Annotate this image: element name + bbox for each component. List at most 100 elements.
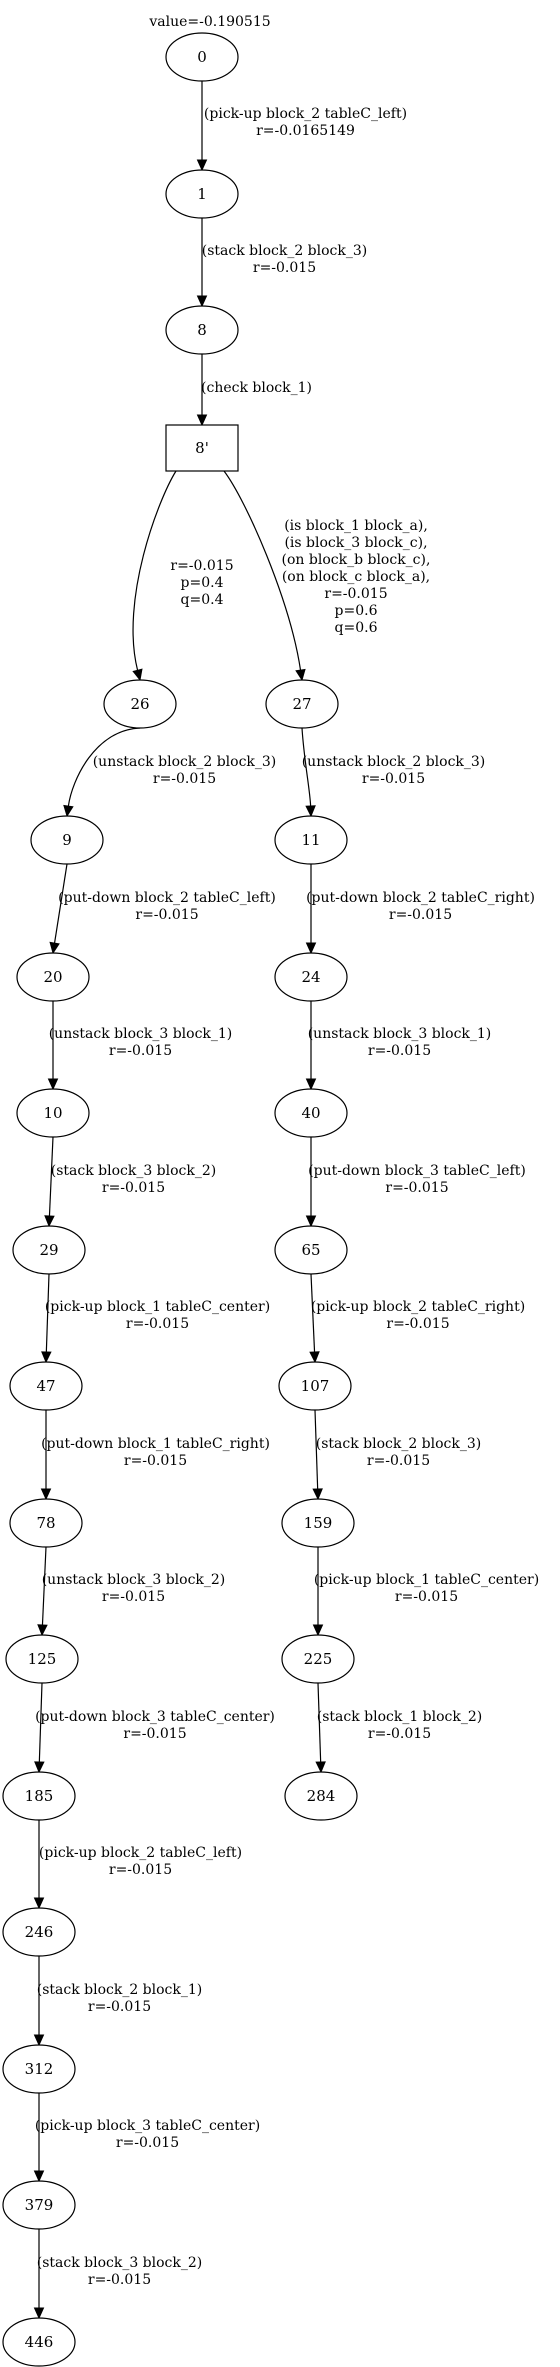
graph-edge [305, 864, 317, 955]
node-ellipse [9, 1498, 83, 1548]
graph-node: 47 [9, 1361, 83, 1411]
edge-label-line: r=-0.015 [109, 1043, 172, 1059]
node-label: 225 [304, 1650, 333, 1668]
arrowhead [49, 941, 60, 955]
edge-line [53, 863, 68, 944]
edge-label-line: (stack block_1 block_2) [317, 1709, 483, 1725]
edge-label: (unstack block_2 block_3)r=-0.015 [302, 754, 486, 787]
edge-label-line: r=-0.015 [88, 1999, 151, 2015]
node-ellipse [274, 952, 348, 1002]
graph-node: 446 [2, 2317, 76, 2367]
arrowhead [196, 295, 208, 308]
edge-label: (stack block_2 block_1)r=-0.015 [37, 1982, 203, 2015]
arrowhead [63, 804, 74, 818]
edge-label: (stack block_3 block_2)r=-0.015 [51, 1163, 217, 1196]
graph-node: 107 [278, 1361, 352, 1411]
node-label: 284 [307, 1787, 336, 1805]
edge-line [41, 1546, 47, 1626]
graph-edge [312, 1409, 323, 1501]
arrowhead [305, 942, 317, 955]
node-ellipse [9, 1361, 83, 1411]
edge-label: (put-down block_3 tableC_left)r=-0.015 [308, 1163, 526, 1196]
graph-node: 78 [9, 1498, 83, 1548]
arrowhead [305, 1078, 317, 1091]
node-ellipse [165, 305, 239, 355]
edge-label-line: (pick-up block_2 tableC_left) [204, 106, 407, 122]
graph-node: 246 [2, 1907, 76, 1957]
graph-edge [37, 1546, 48, 1637]
edge-label-line: q=0.6 [335, 620, 378, 636]
arrowhead [312, 1488, 323, 1501]
node-ellipse [5, 1634, 79, 1684]
edge-label: (stack block_3 block_2)r=-0.015 [37, 2255, 203, 2288]
graph-edge [34, 1682, 45, 1774]
arrowhead [309, 1351, 320, 1364]
graph-edge [132, 470, 177, 682]
graph-node: 159 [281, 1498, 355, 1548]
graph-edge [301, 727, 316, 818]
arrowhead [40, 1488, 52, 1501]
edge-line [67, 727, 141, 807]
edge-label: (put-down block_1 tableC_right)r=-0.015 [41, 1436, 270, 1469]
edge-label-line: p=0.4 [181, 575, 224, 591]
arrowhead [33, 2034, 45, 2047]
node-ellipse [2, 1771, 76, 1821]
edge-label-line: (put-down block_1 tableC_right) [41, 1436, 270, 1452]
edge-label-line: (pick-up block_2 tableC_right) [311, 1299, 525, 1315]
edge-label-line: (pick-up block_1 tableC_center) [314, 1572, 539, 1588]
graph-edge [40, 1410, 52, 1501]
edge-label-line: r=-0.015 [324, 586, 387, 602]
arrowhead [33, 2170, 45, 2183]
node-ellipse [278, 1361, 352, 1411]
edge-label: (pick-up block_1 tableC_center)r=-0.015 [45, 1299, 270, 1332]
arrowhead [196, 159, 208, 172]
edge-label-line: (unstack block_3 block_2) [42, 1572, 226, 1588]
edge-label-line: p=0.6 [335, 603, 378, 619]
graph-node: 225 [281, 1634, 355, 1684]
node-label: 24 [301, 968, 320, 986]
node-label: 47 [36, 1377, 55, 1395]
graph-edge [196, 218, 208, 308]
edge-line [314, 1409, 319, 1490]
node-label: 11 [301, 831, 320, 849]
edge-label: (pick-up block_2 tableC_right)r=-0.015 [311, 1299, 525, 1332]
graph-edge [41, 1273, 52, 1364]
edge-label: (pick-up block_2 tableC_left)r=-0.015 [39, 1845, 242, 1878]
node-label: 40 [301, 1104, 320, 1122]
edge-label: (put-down block_2 tableC_left)r=-0.015 [58, 890, 276, 923]
graph-title: value=-0.190515 [148, 14, 270, 30]
graph-edge [315, 1682, 326, 1774]
graph-edge [33, 1820, 45, 1910]
graph-node: 20 [16, 952, 90, 1002]
node-ellipse [103, 679, 177, 729]
edge-label-line: (unstack block_2 block_3) [93, 754, 277, 770]
graph-edge [196, 81, 208, 172]
graph-edge [223, 470, 306, 682]
edge-label-line: r=-0.015 [102, 1589, 165, 1605]
edge-label-line: (stack block_2 block_3) [202, 243, 368, 259]
graph-edge [312, 1547, 324, 1637]
arrowhead [312, 1624, 324, 1637]
node-ellipse [2, 2317, 76, 2367]
edge-labels-layer: (pick-up block_2 tableC_left)r=-0.016514… [35, 106, 539, 2288]
node-ellipse [274, 1088, 348, 1138]
graph-edge [33, 2093, 45, 2183]
edge-label-line: (stack block_2 block_1) [37, 1982, 203, 1998]
edge-label: (put-down block_3 tableC_center)r=-0.015 [35, 1709, 275, 1742]
edge-label-line: r=-0.015 [395, 1589, 458, 1605]
edge-label-line: r=-0.015 [109, 1862, 172, 1878]
graph-edge [305, 1001, 317, 1091]
graph-edge [33, 2229, 45, 2320]
arrowhead [47, 1078, 59, 1091]
edge-label: (put-down block_2 tableC_right)r=-0.015 [306, 890, 535, 923]
edge-label-line: (on block_c block_a), [282, 569, 430, 585]
graph-node: 1 [165, 169, 239, 219]
graph-node: 0 [165, 32, 239, 82]
node-label: 27 [292, 695, 311, 713]
arrowhead [33, 2307, 45, 2320]
arrowhead [37, 1624, 48, 1637]
arrowhead [34, 1761, 45, 1774]
edge-label: (pick-up block_3 tableC_center)r=-0.015 [35, 2118, 260, 2151]
edge-line [45, 1273, 50, 1353]
